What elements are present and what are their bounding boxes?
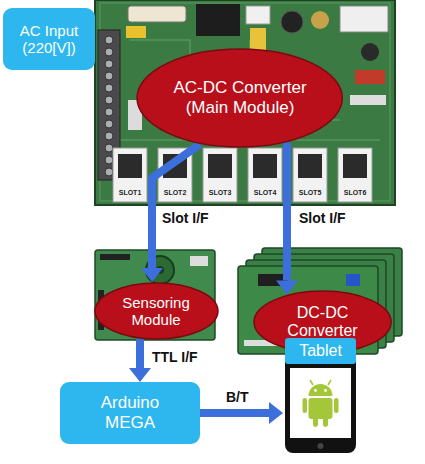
tablet-icon bbox=[290, 368, 351, 438]
slot-label: SLOT6 bbox=[344, 189, 367, 197]
terminal-block bbox=[105, 96, 113, 104]
ellipse-outline bbox=[137, 49, 342, 147]
terminal-block bbox=[105, 36, 113, 44]
slot-connectors bbox=[293, 148, 327, 202]
terminal-block bbox=[105, 108, 113, 116]
slot-label: SLOT3 bbox=[209, 189, 232, 197]
pcb-components bbox=[350, 95, 386, 105]
tablet-icon bbox=[303, 398, 308, 413]
tablet-icon bbox=[309, 384, 333, 396]
tablet-icon bbox=[324, 389, 327, 392]
pcb-components bbox=[250, 28, 266, 50]
node-label: Sensoring Module bbox=[115, 294, 197, 329]
terminal-block bbox=[105, 84, 113, 92]
slot-connectors bbox=[248, 148, 282, 202]
tablet-icon bbox=[313, 416, 318, 427]
slot-connectors bbox=[208, 154, 232, 178]
terminal-block bbox=[105, 48, 113, 56]
pcb-components bbox=[340, 6, 388, 32]
terminal-block bbox=[105, 60, 113, 68]
interface-label: Slot I/F bbox=[160, 211, 211, 226]
arrowhead bbox=[141, 268, 163, 282]
node-label: Arduino MEGA bbox=[80, 393, 180, 432]
slot-connectors bbox=[203, 148, 237, 202]
sensoring-module-board bbox=[100, 254, 130, 260]
tablet-icon bbox=[328, 380, 331, 385]
connector-arrow bbox=[283, 143, 291, 281]
connector-arrow bbox=[129, 339, 151, 382]
connector-arrow bbox=[276, 143, 298, 295]
node-label: AC-DC Converter (Main Module) bbox=[170, 78, 310, 117]
controller-box: Arduino MEGA bbox=[60, 382, 200, 444]
tablet-icon bbox=[334, 398, 339, 413]
interface-label: B/T bbox=[224, 390, 251, 405]
module-ellipse: Sensoring Module bbox=[94, 282, 219, 340]
slot-connectors bbox=[113, 148, 147, 202]
node-label: AC Input (220[V]) bbox=[11, 22, 87, 57]
interface-label: TTL I/F bbox=[150, 350, 200, 365]
arrowhead bbox=[276, 280, 298, 294]
terminal-block bbox=[105, 156, 113, 164]
terminal-block bbox=[105, 72, 113, 80]
pcb-components bbox=[126, 26, 146, 38]
main-module-pcb bbox=[100, 3, 390, 201]
sensoring-module-board bbox=[190, 256, 208, 266]
terminal-block bbox=[105, 132, 113, 140]
terminal-block bbox=[105, 168, 113, 176]
power-input-box: AC Input (220[V]) bbox=[3, 8, 95, 70]
slot-label: SLOT4 bbox=[254, 189, 277, 197]
interface-label: Slot I/F bbox=[297, 211, 348, 226]
node-label: Tablet bbox=[285, 338, 356, 364]
pcb-components bbox=[311, 11, 329, 29]
ellipse-outline bbox=[95, 283, 218, 339]
arrowhead bbox=[269, 402, 283, 424]
dc-dc-converter-boards bbox=[346, 274, 360, 286]
slot-label: SLOT5 bbox=[299, 189, 322, 197]
slot-connectors bbox=[343, 154, 367, 178]
slot-connectors bbox=[118, 154, 142, 178]
slot-connectors bbox=[253, 154, 277, 178]
connector-arrow bbox=[136, 339, 144, 368]
tablet-device: Tablet bbox=[283, 338, 358, 455]
pcb-components bbox=[281, 11, 303, 33]
terminal-block bbox=[105, 120, 113, 128]
terminal-block bbox=[105, 144, 113, 152]
connector-arrow bbox=[200, 409, 269, 417]
pcb-components bbox=[128, 6, 186, 22]
slot-label: SLOT2 bbox=[164, 189, 187, 197]
converter-ellipse: AC-DC Converter (Main Module) bbox=[136, 48, 343, 148]
main-module-pcb bbox=[95, 0, 395, 205]
main-module-pcb bbox=[95, 0, 395, 205]
pcb-components bbox=[246, 6, 270, 24]
tablet-icon bbox=[310, 380, 313, 385]
tablet-icon bbox=[309, 398, 333, 419]
pcb-components bbox=[355, 70, 385, 84]
connector-arrow bbox=[152, 144, 200, 268]
pcb-components bbox=[361, 43, 379, 61]
tablet-icon bbox=[318, 443, 324, 449]
slot-connectors bbox=[298, 154, 322, 178]
tablet-icon bbox=[323, 416, 328, 427]
arrowhead bbox=[129, 368, 151, 382]
pcb-components bbox=[196, 4, 240, 36]
slot-connectors bbox=[338, 148, 372, 202]
tablet-icon bbox=[314, 389, 317, 392]
slot-label: SLOT1 bbox=[119, 189, 142, 197]
node-label: DC-DC Converter bbox=[276, 304, 368, 341]
